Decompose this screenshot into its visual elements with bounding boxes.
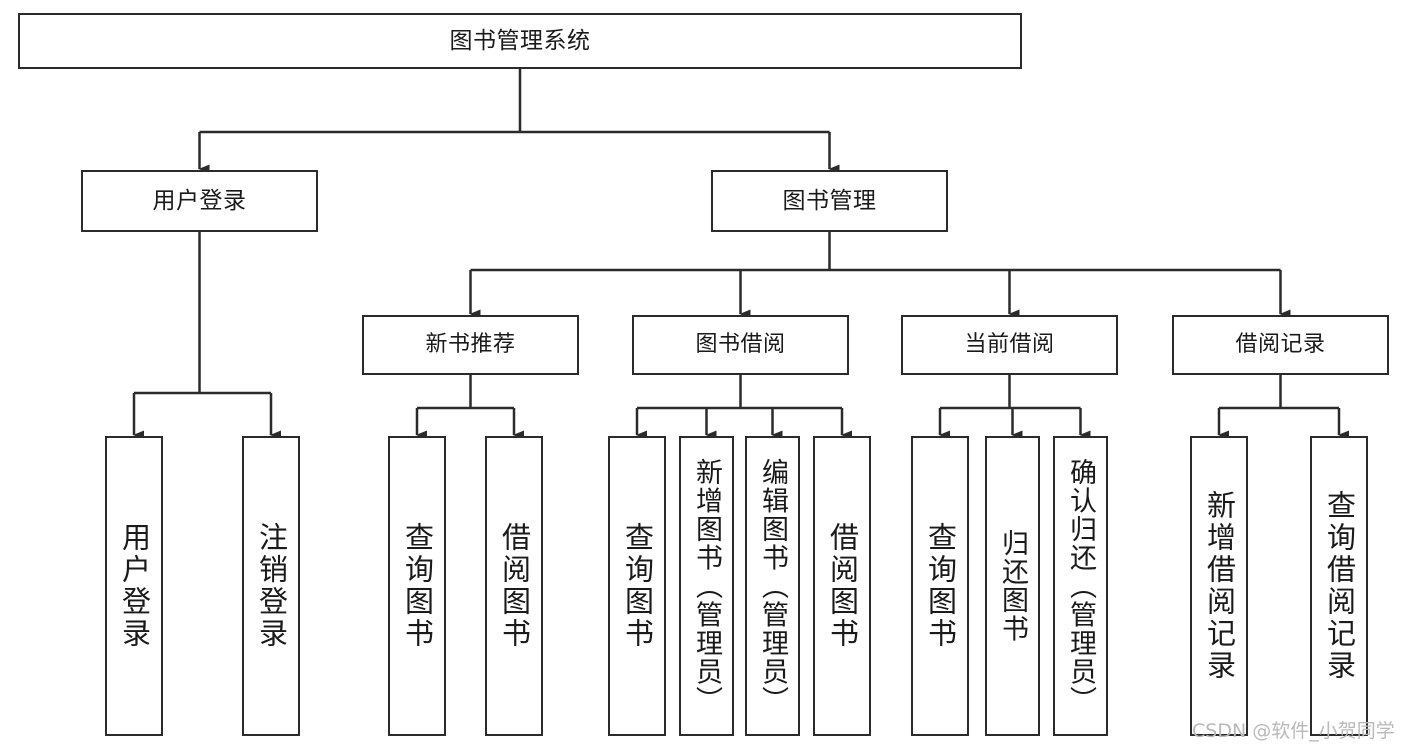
- leaf-node-current_borrow-1[interactable]: 归还图书: [985, 436, 1040, 736]
- node-label: 查询图书: [400, 522, 435, 650]
- node-root-system[interactable]: 图书管理系统: [18, 13, 1022, 69]
- node-label: 查询借阅记录: [1322, 490, 1357, 682]
- node-label: 借阅图书: [825, 522, 860, 650]
- leaf-node-new_book_recommend-1[interactable]: 借阅图书: [485, 436, 543, 736]
- node-label: 新增图书（管理员）: [691, 457, 722, 715]
- node-new-book-recommend[interactable]: 新书推荐: [362, 315, 579, 375]
- node-current-borrow[interactable]: 当前借阅: [901, 315, 1118, 375]
- node-label: 用户登录: [152, 187, 247, 214]
- node-label: 用户登录: [117, 522, 152, 650]
- leaf-node-borrow_record-1[interactable]: 查询借阅记录: [1310, 436, 1368, 736]
- leaf-node-current_borrow-2[interactable]: 确认归还（管理员）: [1053, 436, 1108, 736]
- node-label: 注销登录: [254, 522, 289, 650]
- node-label: 归还图书: [997, 529, 1028, 643]
- node-book-borrow[interactable]: 图书借阅: [632, 315, 849, 375]
- node-label: 新书推荐: [425, 332, 516, 358]
- leaf-node-user_login-1[interactable]: 注销登录: [242, 436, 300, 736]
- node-label: 图书借阅: [695, 332, 786, 358]
- node-label: 借阅记录: [1235, 332, 1326, 358]
- node-label: 查询图书: [620, 522, 655, 650]
- node-label: 新增借阅记录: [1202, 490, 1237, 682]
- leaf-node-book_borrow-3[interactable]: 借阅图书: [813, 436, 871, 736]
- node-label: 图书管理系统: [449, 27, 591, 54]
- leaf-node-user_login-0[interactable]: 用户登录: [105, 436, 163, 736]
- leaf-node-book_borrow-0[interactable]: 查询图书: [608, 436, 666, 736]
- node-borrow-record[interactable]: 借阅记录: [1172, 315, 1389, 375]
- leaf-node-borrow_record-0[interactable]: 新增借阅记录: [1190, 436, 1248, 736]
- node-label: 编辑图书（管理员）: [757, 457, 788, 715]
- watermark-text: CSDN @软件_小贺同学: [1192, 720, 1395, 742]
- leaf-node-current_borrow-0[interactable]: 查询图书: [911, 436, 969, 736]
- node-book-management[interactable]: 图书管理: [711, 170, 948, 232]
- node-label: 查询图书: [923, 522, 958, 650]
- node-label: 图书管理: [782, 187, 877, 214]
- leaf-node-book_borrow-1[interactable]: 新增图书（管理员）: [679, 436, 734, 736]
- leaf-node-book_borrow-2[interactable]: 编辑图书（管理员）: [745, 436, 800, 736]
- leaf-node-new_book_recommend-0[interactable]: 查询图书: [388, 436, 446, 736]
- node-label: 当前借阅: [964, 332, 1055, 358]
- node-label: 确认归还（管理员）: [1065, 457, 1096, 715]
- node-label: 借阅图书: [497, 522, 532, 650]
- node-user-login[interactable]: 用户登录: [81, 170, 318, 232]
